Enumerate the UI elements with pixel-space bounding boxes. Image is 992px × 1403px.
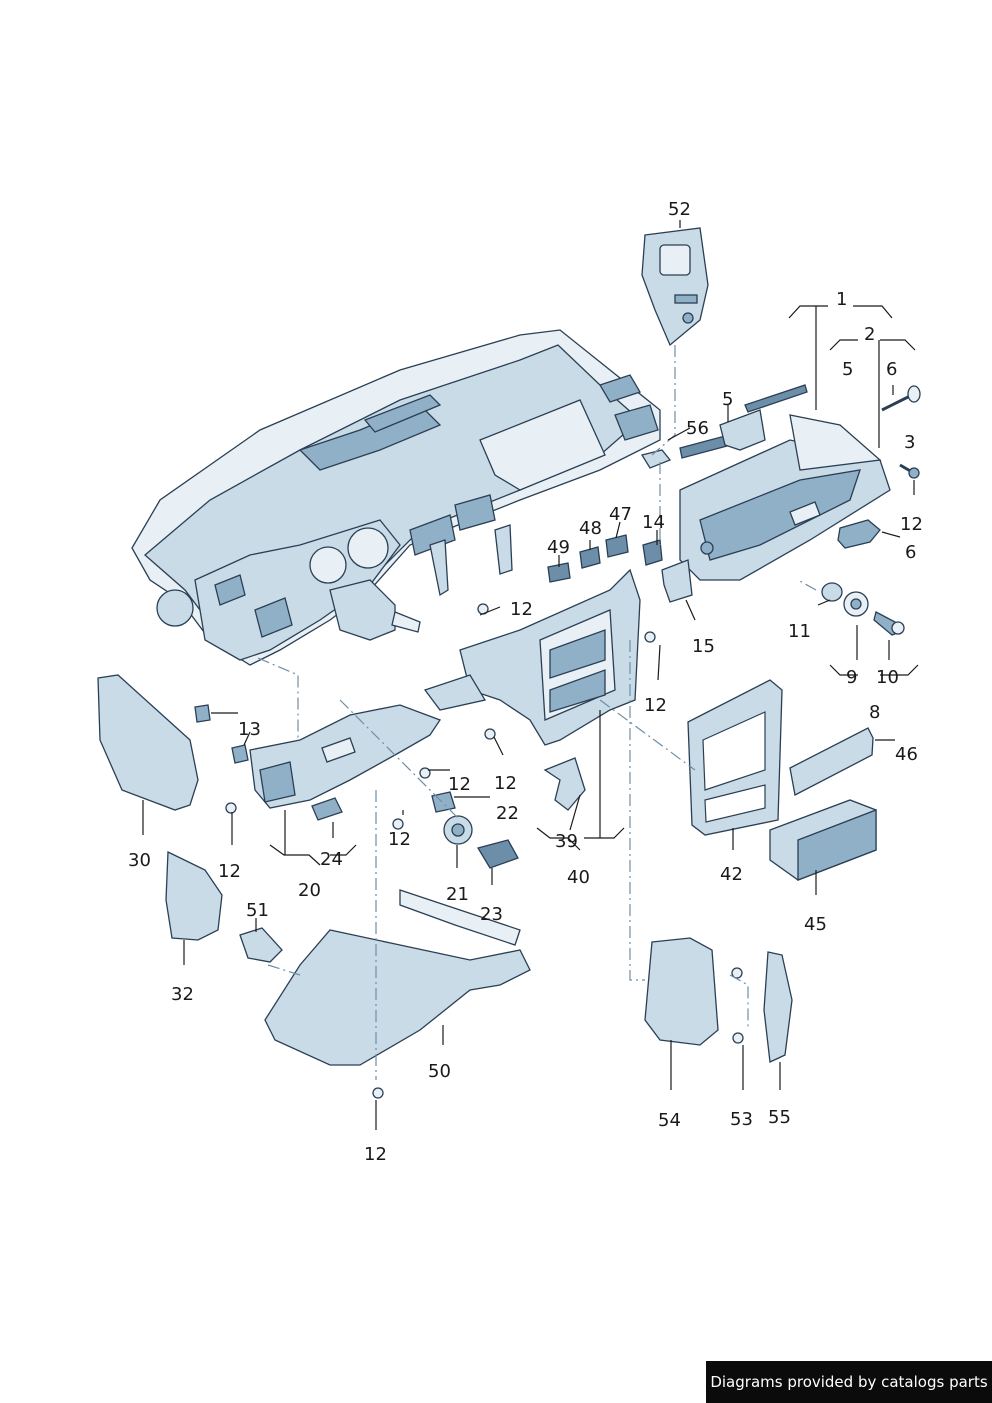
callout-46: 46 — [895, 744, 918, 765]
callout-53: 53 — [730, 1109, 753, 1130]
part-1-glovebox — [679, 414, 891, 581]
callout-21: 21 — [446, 884, 469, 905]
callout-12-c: 12 — [644, 695, 667, 716]
callout-8: 8 — [869, 702, 880, 723]
part-52-bracket — [641, 227, 709, 347]
part-11-cap — [821, 582, 843, 602]
callout-45: 45 — [804, 914, 827, 935]
callout-5b: 5 — [722, 389, 733, 410]
part-13-clip-b — [231, 744, 249, 764]
callout-12-f: 12 — [388, 829, 411, 850]
assembly-lines — [257, 345, 817, 1080]
callout-22: 22 — [496, 803, 519, 824]
callout-12-b: 12 — [510, 599, 533, 620]
callout-32: 32 — [171, 984, 194, 1005]
callout-11: 11 — [788, 621, 811, 642]
part-15 — [661, 559, 693, 603]
part-50-cover — [264, 929, 531, 1066]
callout-30: 30 — [128, 850, 151, 871]
part-54-cover — [644, 937, 719, 1046]
callout-13: 13 — [238, 719, 261, 740]
callout-6a: 6 — [886, 359, 897, 380]
callout-2: 2 — [864, 324, 875, 345]
callout-15: 15 — [692, 636, 715, 657]
part-40-center-console — [423, 568, 641, 746]
part-49-switch — [547, 562, 571, 583]
callout-labels: 52 1 2 5 6 5 56 3 12 6 14 47 48 49 12 15… — [128, 199, 923, 1165]
part-9-lock — [843, 591, 869, 617]
part-42-trim-frame — [687, 679, 783, 836]
callout-54: 54 — [658, 1110, 681, 1131]
part-3-bolt — [881, 385, 921, 412]
callout-55: 55 — [768, 1107, 791, 1128]
dashboard-panel — [131, 329, 661, 666]
part-46-cover — [789, 727, 874, 796]
callout-9: 9 — [846, 667, 857, 688]
part-21 — [443, 815, 473, 845]
callout-40: 40 — [567, 867, 590, 888]
callout-56: 56 — [686, 418, 709, 439]
part-50-flap — [399, 889, 521, 946]
callout-12-a: 12 — [900, 514, 923, 535]
part-30-side-panel — [97, 674, 199, 811]
part-13-clip-a — [194, 704, 211, 723]
callout-5a: 5 — [842, 359, 853, 380]
part-23 — [476, 839, 519, 869]
callout-49: 49 — [547, 537, 570, 558]
callout-12-h: 12 — [364, 1144, 387, 1165]
part-51 — [239, 927, 283, 963]
part-12-screw-a — [899, 463, 920, 479]
part-55-cover — [763, 951, 793, 1063]
part-45-radio-box — [769, 799, 877, 881]
callout-1: 1 — [836, 289, 847, 310]
part-56 — [640, 449, 672, 469]
callout-39: 39 — [555, 831, 578, 852]
callout-3: 3 — [904, 432, 915, 453]
part-39-bracket — [543, 757, 586, 811]
part-47-switch — [605, 534, 629, 558]
callout-42: 42 — [720, 864, 743, 885]
callout-52: 52 — [668, 199, 691, 220]
callout-51: 51 — [246, 900, 269, 921]
callout-12-e: 12 — [494, 773, 517, 794]
callout-6b: 6 — [905, 542, 916, 563]
callout-14: 14 — [642, 512, 665, 533]
callout-10: 10 — [876, 667, 899, 688]
callout-50: 50 — [428, 1061, 451, 1082]
callout-20: 20 — [298, 880, 321, 901]
part-14 — [642, 539, 663, 566]
part-10-key — [873, 611, 905, 636]
part-48-switch — [579, 546, 601, 569]
part-24 — [311, 797, 343, 821]
part-20-lower-trim — [249, 704, 441, 809]
screw-icons — [225, 603, 744, 1099]
callout-12-d: 12 — [448, 774, 471, 795]
leader-lines — [142, 220, 919, 1130]
part-32-end-cap — [165, 850, 223, 941]
callout-23: 23 — [480, 904, 503, 925]
credit-banner: Diagrams provided by catalogs parts — [706, 1361, 992, 1403]
callout-48: 48 — [579, 518, 602, 539]
callout-12-g: 12 — [218, 861, 241, 882]
callout-47: 47 — [609, 504, 632, 525]
part-6-latch — [837, 519, 881, 549]
part-5-strips — [679, 384, 808, 459]
callout-24: 24 — [320, 849, 343, 870]
